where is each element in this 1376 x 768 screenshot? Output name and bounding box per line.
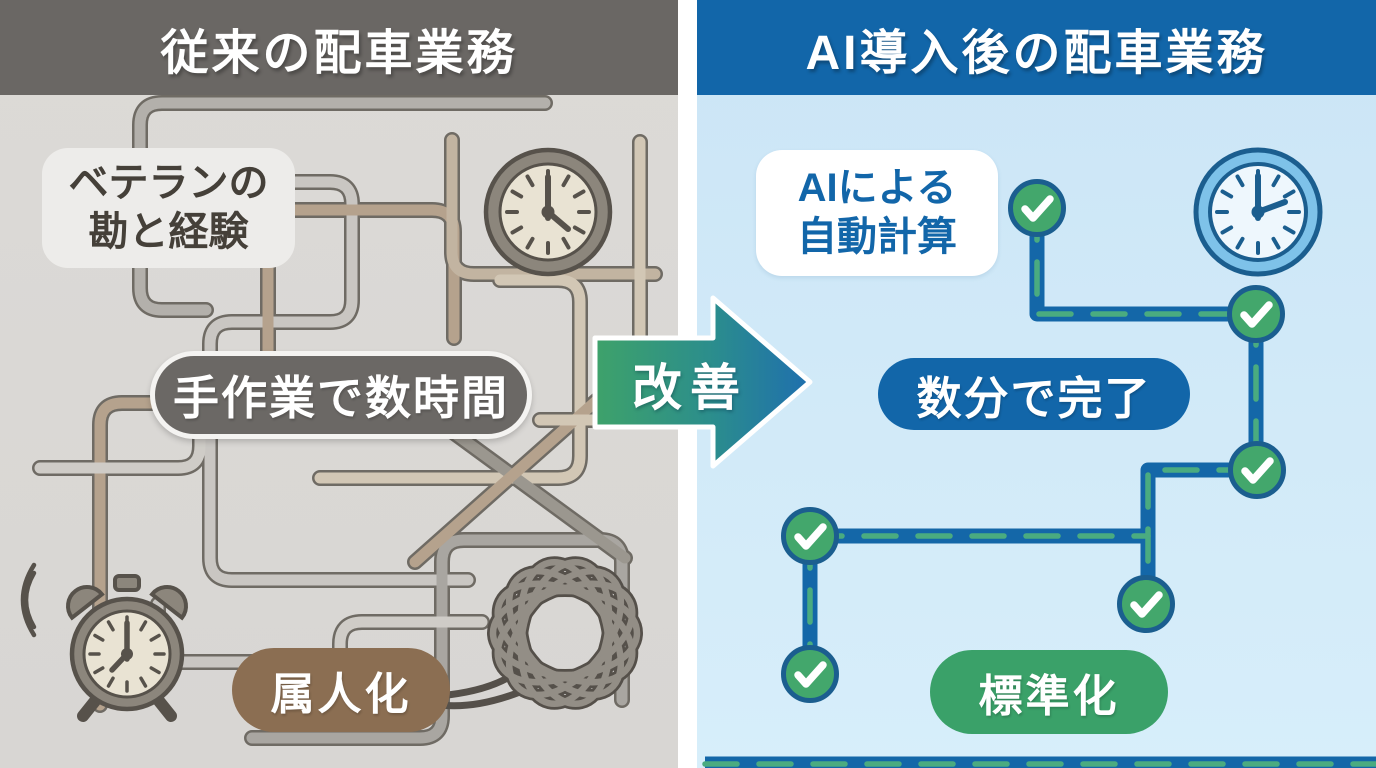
ai-label-line1: AIによる bbox=[797, 166, 957, 211]
wall-clock-icon bbox=[1193, 147, 1323, 277]
wall-clock-icon bbox=[483, 147, 613, 277]
checkmark-node bbox=[781, 645, 839, 703]
veteran-label-line1: ベテランの bbox=[68, 161, 269, 206]
improvement-arrow-icon bbox=[592, 295, 813, 469]
checkmark-node bbox=[781, 507, 839, 565]
minutes-complete-pill: 数分で完了 bbox=[878, 358, 1190, 430]
checkmark-node bbox=[1117, 575, 1175, 633]
alarm-clock-icon bbox=[20, 562, 188, 722]
tangled-knot-icon bbox=[424, 556, 643, 710]
checkmark-node bbox=[1228, 441, 1286, 499]
traditional-header: 従来の配車業務 bbox=[0, 0, 678, 95]
checkmark-node bbox=[1008, 179, 1066, 237]
improvement-arrow-label: 改善 bbox=[632, 360, 748, 416]
ai-label-line2: 自動計算 bbox=[797, 215, 957, 259]
route-map-graphic bbox=[702, 179, 1376, 768]
personalization-pill: 属人化 bbox=[232, 648, 450, 732]
ai-auto-calc-label: AIによる 自動計算 bbox=[756, 150, 998, 276]
veteran-label-line2: 勘と経験 bbox=[88, 210, 249, 254]
standardization-pill: 標準化 bbox=[930, 650, 1168, 734]
checkmark-node bbox=[1227, 285, 1285, 343]
veteran-intuition-label: ベテランの 勘と経験 bbox=[42, 148, 295, 268]
manual-hours-pill: 手作業で数時間 bbox=[150, 351, 532, 439]
ai-header: AI導入後の配車業務 bbox=[697, 0, 1376, 95]
